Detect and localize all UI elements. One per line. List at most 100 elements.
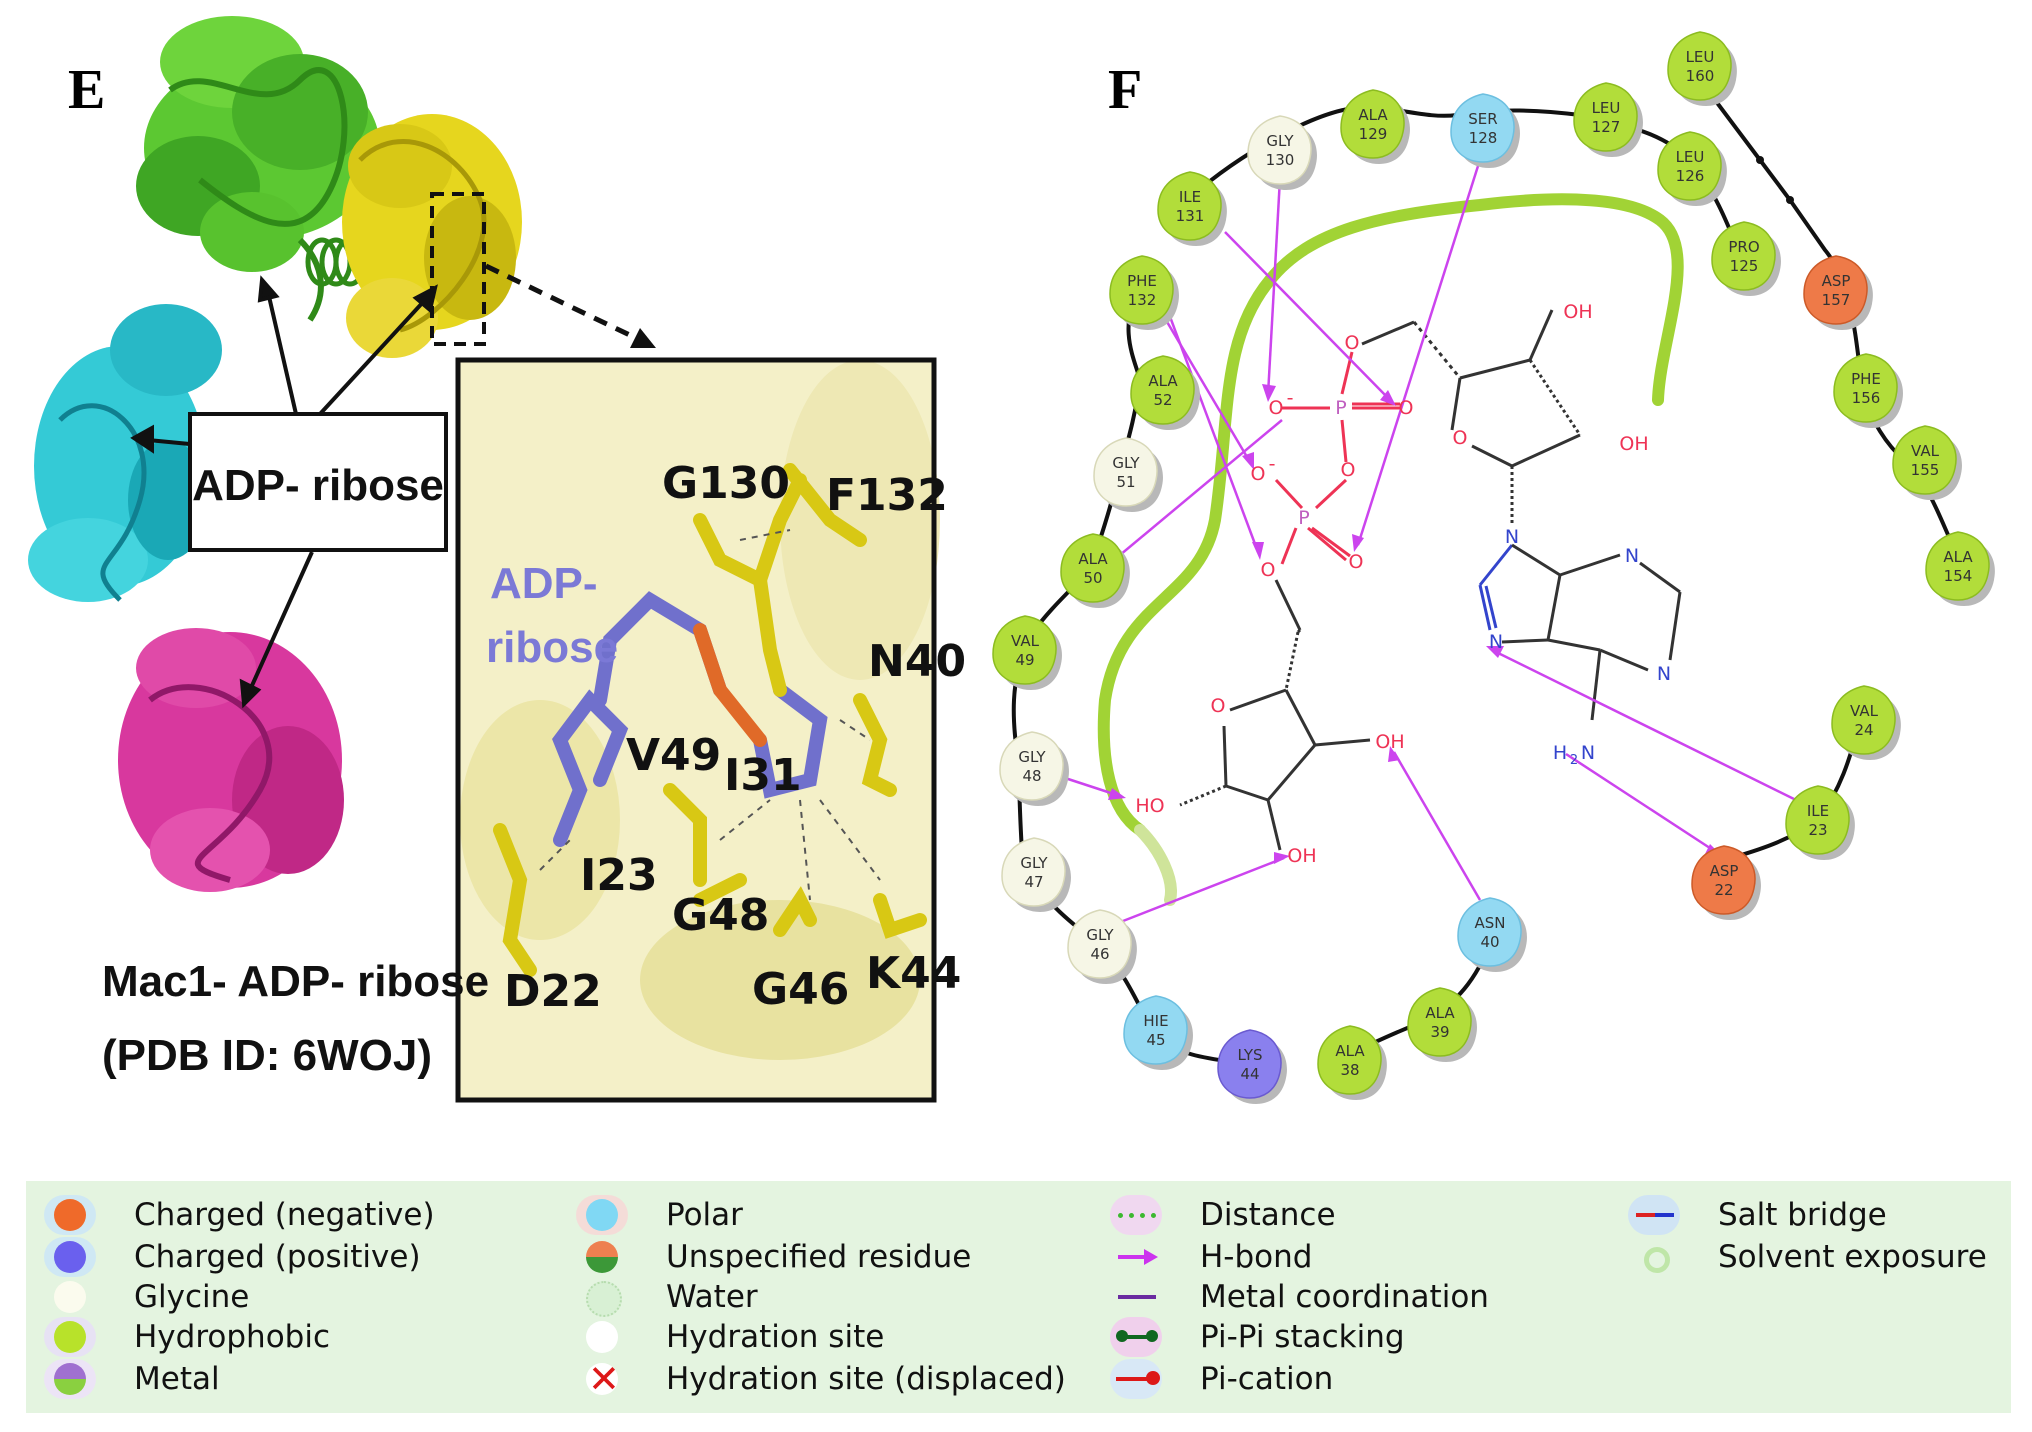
pocket-outline <box>1097 193 1684 836</box>
residue-number: 155 <box>1911 461 1940 479</box>
residue-name: ASP <box>1710 862 1739 880</box>
inset-residue-n40: N40 <box>868 636 966 687</box>
residue-name: PHE <box>1851 370 1881 388</box>
legend-label: Hydration site <box>666 1319 885 1355</box>
residue-number: 52 <box>1153 391 1172 409</box>
residue-number: 125 <box>1730 257 1759 275</box>
residue-number: 160 <box>1686 67 1715 85</box>
atom-o-minus-1: O <box>1269 397 1284 419</box>
glycine-icon <box>42 1277 100 1317</box>
residue-number: 38 <box>1340 1061 1359 1079</box>
adp-ribose-callout-label: ADP- ribose <box>192 461 444 510</box>
legend-item-pi-cation: Pi-cation <box>1108 1359 1333 1399</box>
residue-number: 126 <box>1676 167 1705 185</box>
legend-label: Distance <box>1200 1197 1336 1233</box>
atom-o1: O <box>1345 332 1360 354</box>
residue-name: GLY <box>1020 854 1048 872</box>
metal-coordination-icon <box>1108 1277 1166 1317</box>
atom-h2n-h: H <box>1553 742 1567 764</box>
residue-shape <box>1785 785 1850 855</box>
inset-residue-v49: V49 <box>626 730 721 781</box>
pi-cation-icon <box>1108 1359 1166 1399</box>
residue-shape <box>1831 685 1896 755</box>
atom-p1: P <box>1335 397 1346 419</box>
residue-number: 48 <box>1022 767 1041 785</box>
inset-residue-k44: K44 <box>866 948 961 999</box>
inset-residue-g46: G46 <box>752 964 849 1015</box>
residue-name: ASN <box>1474 914 1505 932</box>
atom-o4: O <box>1349 551 1364 573</box>
residue-name: ALA <box>1335 1042 1365 1060</box>
residue-shape <box>1711 221 1776 291</box>
legend-item-polar: Polar <box>574 1195 743 1235</box>
legend-item-distance: Distance <box>1108 1195 1336 1235</box>
legend-label: Pi-Pi stacking <box>1200 1319 1405 1355</box>
legend-item-pi-pi: Pi-Pi stacking <box>1108 1317 1405 1357</box>
charged-positive-icon <box>42 1237 100 1277</box>
atom-o2: O <box>1399 397 1414 419</box>
residue-name: PRO <box>1728 238 1759 256</box>
panel-label-f: F <box>1108 59 1143 121</box>
inset-residue-g130: G130 <box>662 458 790 509</box>
residue-number: 156 <box>1852 389 1881 407</box>
residue-name: LYS <box>1237 1046 1262 1064</box>
atom-o-ring-top: O <box>1453 427 1468 449</box>
legend-item-hydration-displaced: ✕ Hydration site (displaced) <box>574 1357 1066 1401</box>
polar-icon <box>574 1195 632 1235</box>
legend-label: Polar <box>666 1197 743 1233</box>
charged-negative-icon <box>42 1195 100 1235</box>
residue-shape <box>1130 355 1195 425</box>
panel-label-e: E <box>68 59 106 121</box>
residue-shape <box>1657 131 1722 201</box>
panel-e-caption-line2: (PDB ID: 6WOJ) <box>102 1031 432 1080</box>
atom-n1: N <box>1625 545 1639 567</box>
residue-name: ALA <box>1943 548 1973 566</box>
residue-number: 39 <box>1430 1023 1449 1041</box>
residue-number: 130 <box>1266 151 1295 169</box>
residue-number: 51 <box>1116 473 1135 491</box>
h-bond-arrow-icon <box>1108 1237 1166 1277</box>
residue-name: ALA <box>1078 550 1108 568</box>
atom-o-minus-2: O <box>1251 463 1266 485</box>
residue-shape <box>1157 171 1222 241</box>
zoom-region-box <box>430 192 486 346</box>
residue-number: 46 <box>1090 945 1109 963</box>
pi-pi-stacking-icon <box>1108 1317 1166 1357</box>
legend-label: Charged (positive) <box>134 1239 421 1275</box>
residue-name: GLY <box>1112 454 1140 472</box>
inset-ligand-label-line1: ADP- <box>490 559 598 608</box>
atom-n9: N <box>1505 526 1519 548</box>
residue-name: VAL <box>1850 702 1879 720</box>
residue-shape <box>1667 31 1732 101</box>
legend-label: Hydrophobic <box>134 1319 330 1355</box>
residue-number: 40 <box>1480 933 1499 951</box>
residue-number: 131 <box>1176 207 1205 225</box>
residue-name: GLY <box>1086 926 1114 944</box>
legend-item-metal: Metal <box>42 1359 220 1399</box>
legend-label: Water <box>666 1279 758 1315</box>
legend-item-solvent-exposure: Solvent exposure <box>1626 1237 1987 1277</box>
atom-oh3: OH <box>1375 731 1404 753</box>
residue-shape <box>1573 82 1638 152</box>
residue-name: LEU <box>1686 48 1715 66</box>
residue-number: 44 <box>1240 1065 1259 1083</box>
residue-shape <box>1109 255 1174 325</box>
legend-item-hydration-site: Hydration site <box>574 1317 884 1357</box>
atom-o5: O <box>1261 559 1276 581</box>
inset-residue-i31: I31 <box>724 750 802 801</box>
legend-item-h-bond: H-bond <box>1108 1237 1312 1277</box>
residue-number: 157 <box>1822 291 1851 309</box>
residue-shape <box>1691 845 1756 915</box>
